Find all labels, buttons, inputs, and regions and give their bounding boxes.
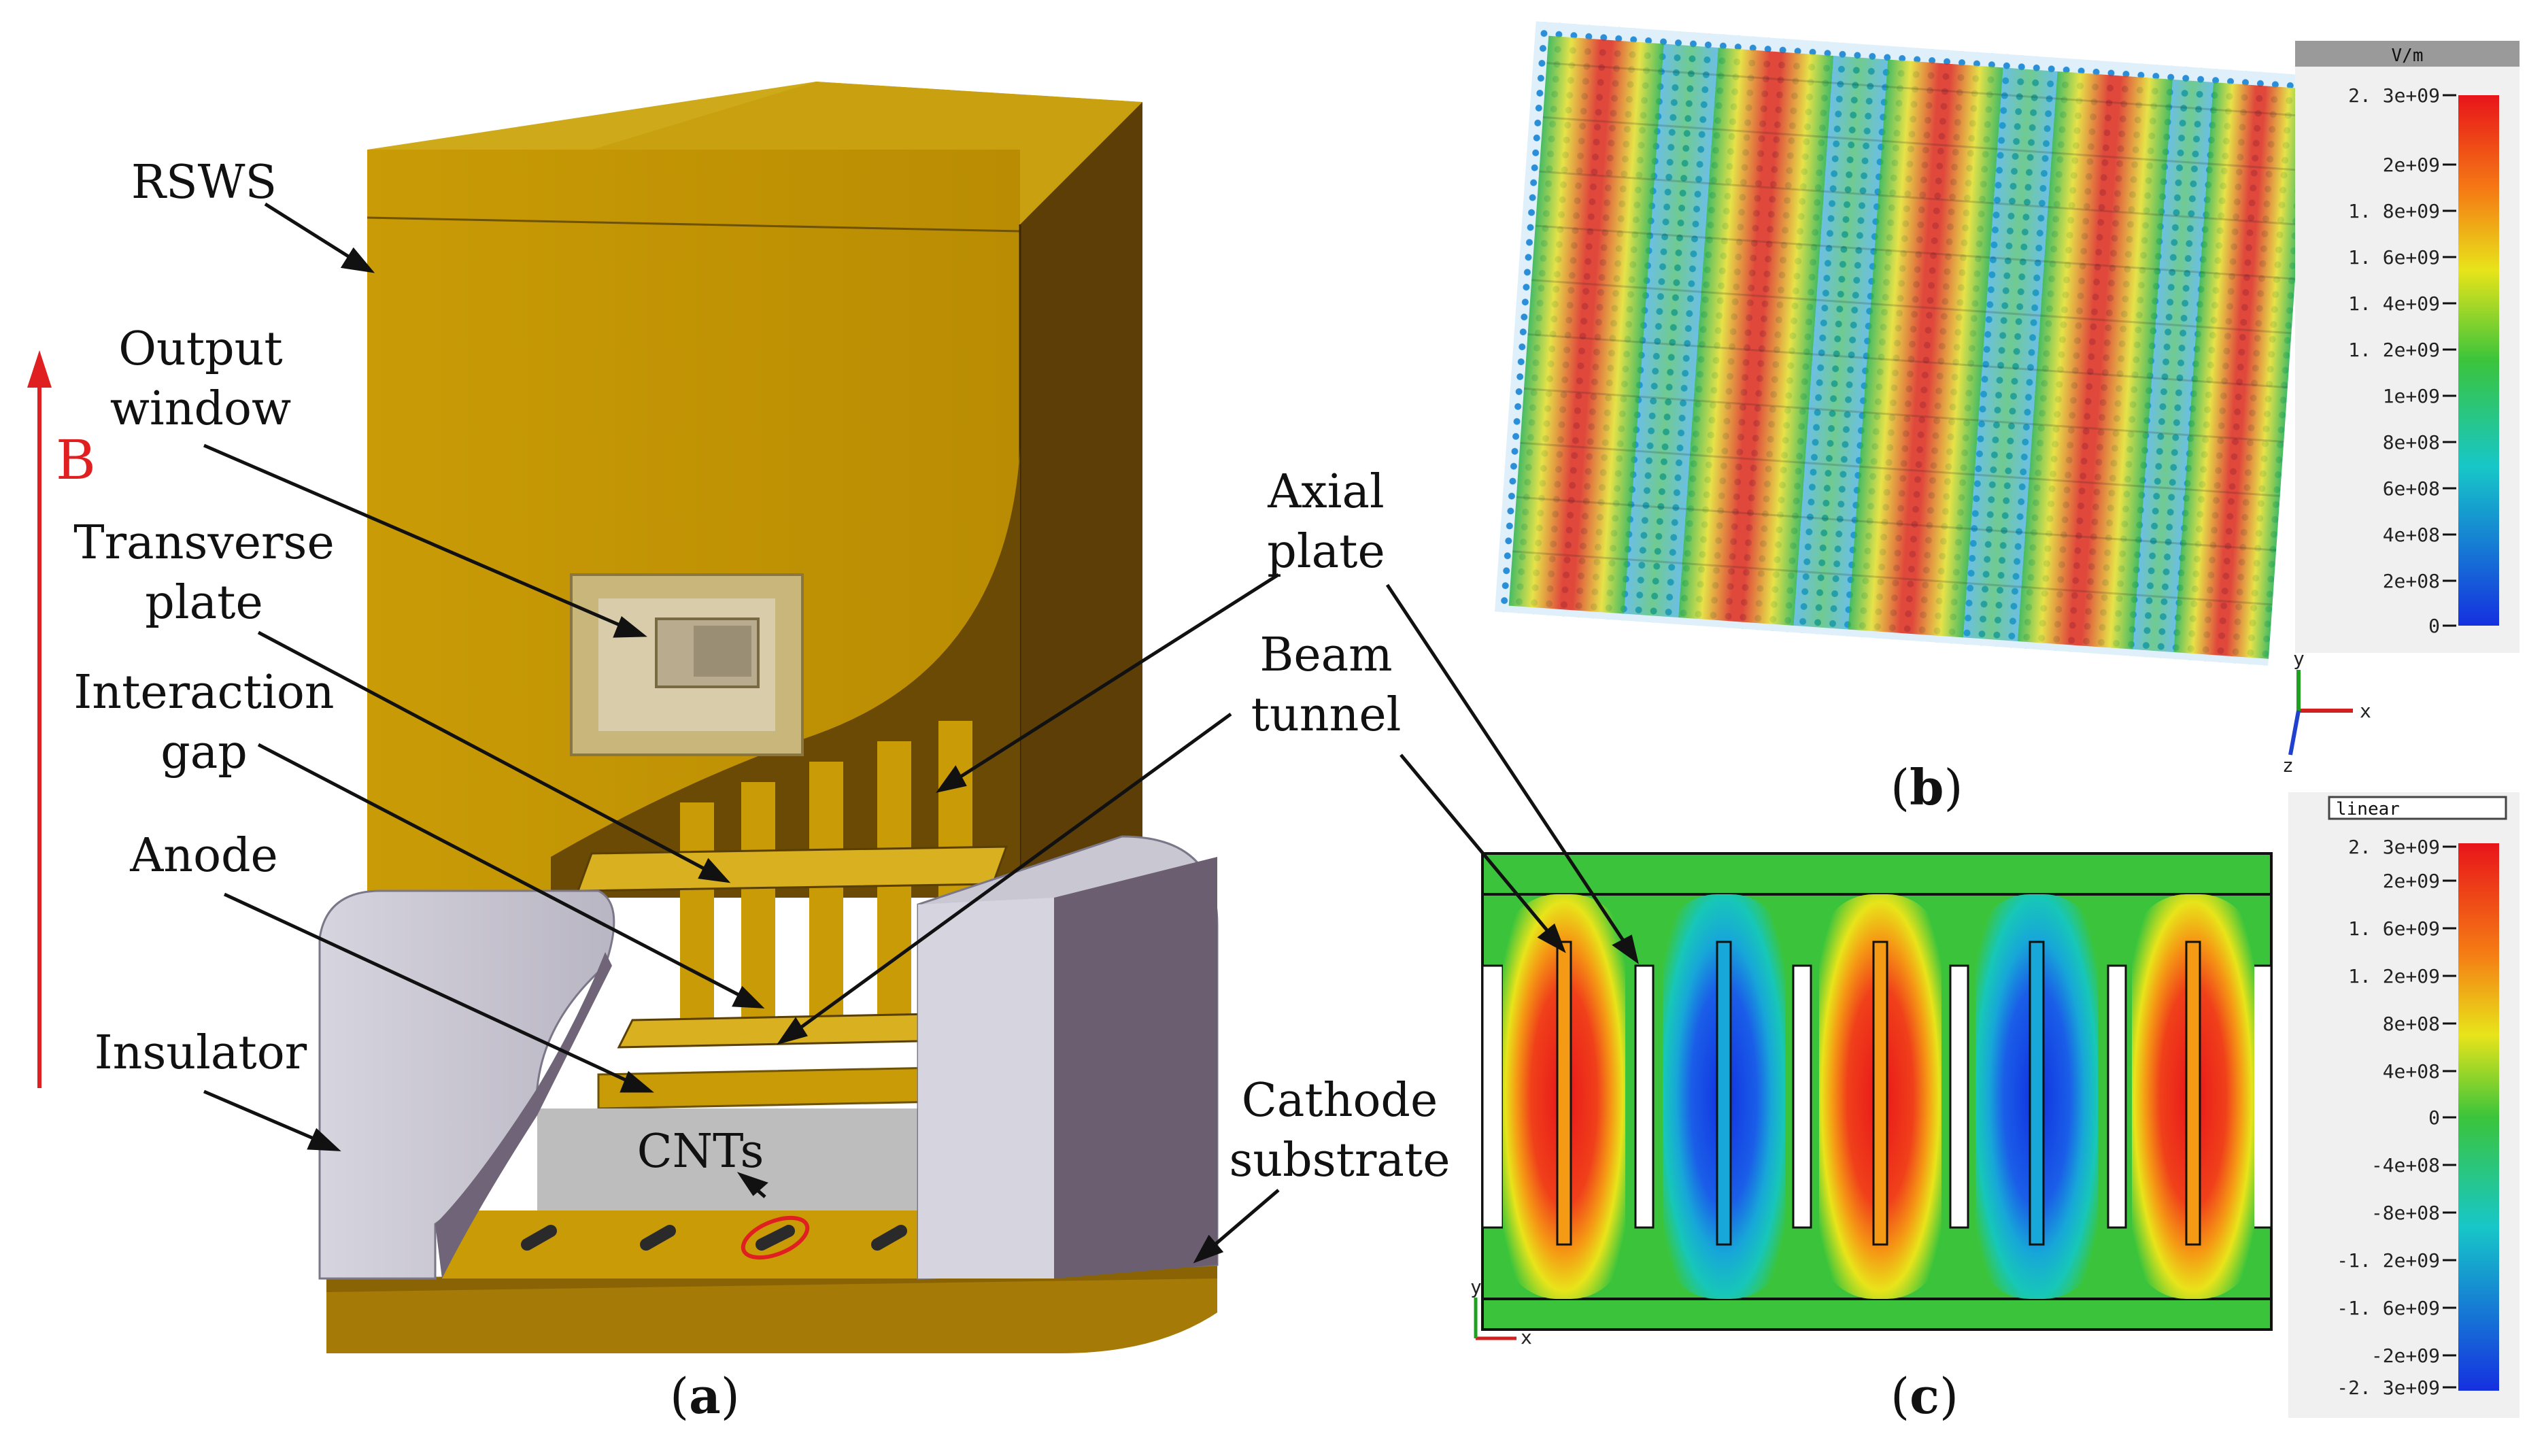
colorbar-c-tick: -4e+08 [2371,1154,2440,1176]
label-transverse-plate: Transverse plate [68,513,340,633]
colorbar-c-tick: -1. 2e+09 [2337,1249,2440,1272]
caption-b-open: ( [1890,759,1910,816]
axis-triad-c: x y [1470,1276,1532,1349]
cnt-highlight [741,1215,810,1260]
axial-plate-slots [1556,941,2201,1246]
colorbar-b-tick: 1. 6e+09 [2348,246,2440,269]
axis-triad-b: x y z [2282,647,2371,777]
label-anode: Anode [130,829,278,883]
axis-b-x: x [2360,700,2371,722]
caption-a-close: ) [720,1368,740,1425]
colorbar-b-tick: 1. 4e+09 [2348,292,2440,315]
label-interaction-gap: Interaction gap [68,663,340,783]
label-output-window-line2: window [109,382,292,436]
caption-c-open: ( [1890,1368,1910,1425]
label-beam-tunnel-line1: Beam [1259,628,1393,682]
label-b-field: B [56,428,96,492]
colorbar-b-tickmarks [2443,94,2456,627]
colorbar-b-header: V/m [2392,46,2424,66]
colorbar-c-tick: 4e+08 [2383,1060,2440,1083]
colorbar-c-tick: 2. 3e+09 [2348,836,2440,858]
caption-b-close: ) [1944,759,1963,816]
label-transverse-plate-line1: Transverse [73,516,335,570]
label-interaction-gap-line2: gap [160,726,248,779]
colorbar-b-tick: 0 [2428,615,2440,637]
label-axial-plate: Axial plate [1224,462,1428,582]
colorbar-b-tick: 4e+08 [2383,524,2440,546]
caption-a: (a) [670,1367,740,1425]
beam-tunnel-slots [1634,964,2127,1229]
axis-b-y: y [2293,647,2305,670]
colorbar-c-tick: 1. 2e+09 [2348,965,2440,987]
colorbar-b-tick: 8e+08 [2383,431,2440,454]
colorbar-b-tick: 2. 3e+09 [2348,84,2440,107]
label-transverse-plate-line2: plate [145,576,263,630]
colorbar-b-tick: 1. 8e+09 [2348,200,2440,222]
label-cathode-substrate-line1: Cathode [1241,1074,1438,1128]
colorbar-b-gradient [2458,95,2499,626]
caption-a-letter: a [689,1367,721,1425]
axis-b-z: z [2282,754,2294,777]
colorbar-c-tick: -1. 6e+09 [2337,1297,2440,1319]
label-output-window: Output window [88,320,313,439]
colorbar-c-tick: -8e+08 [2371,1202,2440,1224]
label-cathode-substrate: Cathode substrate [1224,1071,1455,1191]
colorbar-c-tick: -2. 3e+09 [2337,1376,2440,1399]
colorbar-c-tick: 8e+08 [2383,1013,2440,1035]
field-hatching [1512,62,2307,606]
caption-c-letter: c [1910,1367,1939,1425]
colorbar-c-tickmarks [2443,845,2456,1389]
caption-a-open: ( [670,1368,690,1425]
colorbar-b-tick: 2e+09 [2383,154,2440,176]
rsws-side [1020,102,1142,898]
colorbar-c-ticks: 2. 3e+09 2e+09 1. 6e+09 1. 2e+09 8e+08 4… [2337,836,2440,1399]
colorbar-c-header: linear [2336,799,2400,819]
caption-c-close: ) [1939,1368,1959,1425]
colorbar-c-tick: 1. 6e+09 [2348,917,2440,940]
label-beam-tunnel: Beam tunnel [1224,626,1428,745]
colorbar-c-tick: -2e+09 [2371,1344,2440,1367]
label-output-window-line1: Output [118,322,283,376]
field-columns [1508,35,2309,659]
colorbar-b-ticks: 2. 3e+09 2e+09 1. 8e+09 1. 6e+09 1. 4e+0… [2348,84,2440,637]
cathode-substrate-plate [326,1279,1217,1353]
axis-c-y: y [1470,1276,1482,1298]
label-rsws: RSWS [131,156,277,209]
colorbar-b-tick: 2e+08 [2383,570,2440,592]
label-cathode-substrate-line2: substrate [1229,1134,1451,1187]
caption-b-letter: b [1910,758,1944,816]
caption-c: (c) [1890,1367,1958,1425]
label-cnts: CNTs [637,1125,764,1179]
colorbar-b-tick: 1. 2e+09 [2348,339,2440,361]
colorbar-b-tick: 6e+08 [2383,477,2440,500]
label-interaction-gap-line1: Interaction [73,666,335,719]
cnt-emitters [521,1225,907,1251]
label-axial-plate-line1: Axial [1268,465,1385,519]
colorbar-c-tick: 0 [2428,1106,2440,1129]
label-beam-tunnel-line2: tunnel [1251,688,1402,742]
label-axial-plate-line2: plate [1267,525,1385,579]
colorbar-c-tick: 2e+09 [2383,870,2440,892]
colorbar-b-tick: 1e+09 [2383,385,2440,407]
colorbar-c-header-box [2328,796,2507,820]
axis-c-x: x [1521,1326,1532,1349]
colorbar-c-gradient [2458,843,2499,1391]
label-insulator: Insulator [94,1026,307,1080]
leader-arrows [203,202,1280,1264]
caption-b: (b) [1890,758,1963,816]
